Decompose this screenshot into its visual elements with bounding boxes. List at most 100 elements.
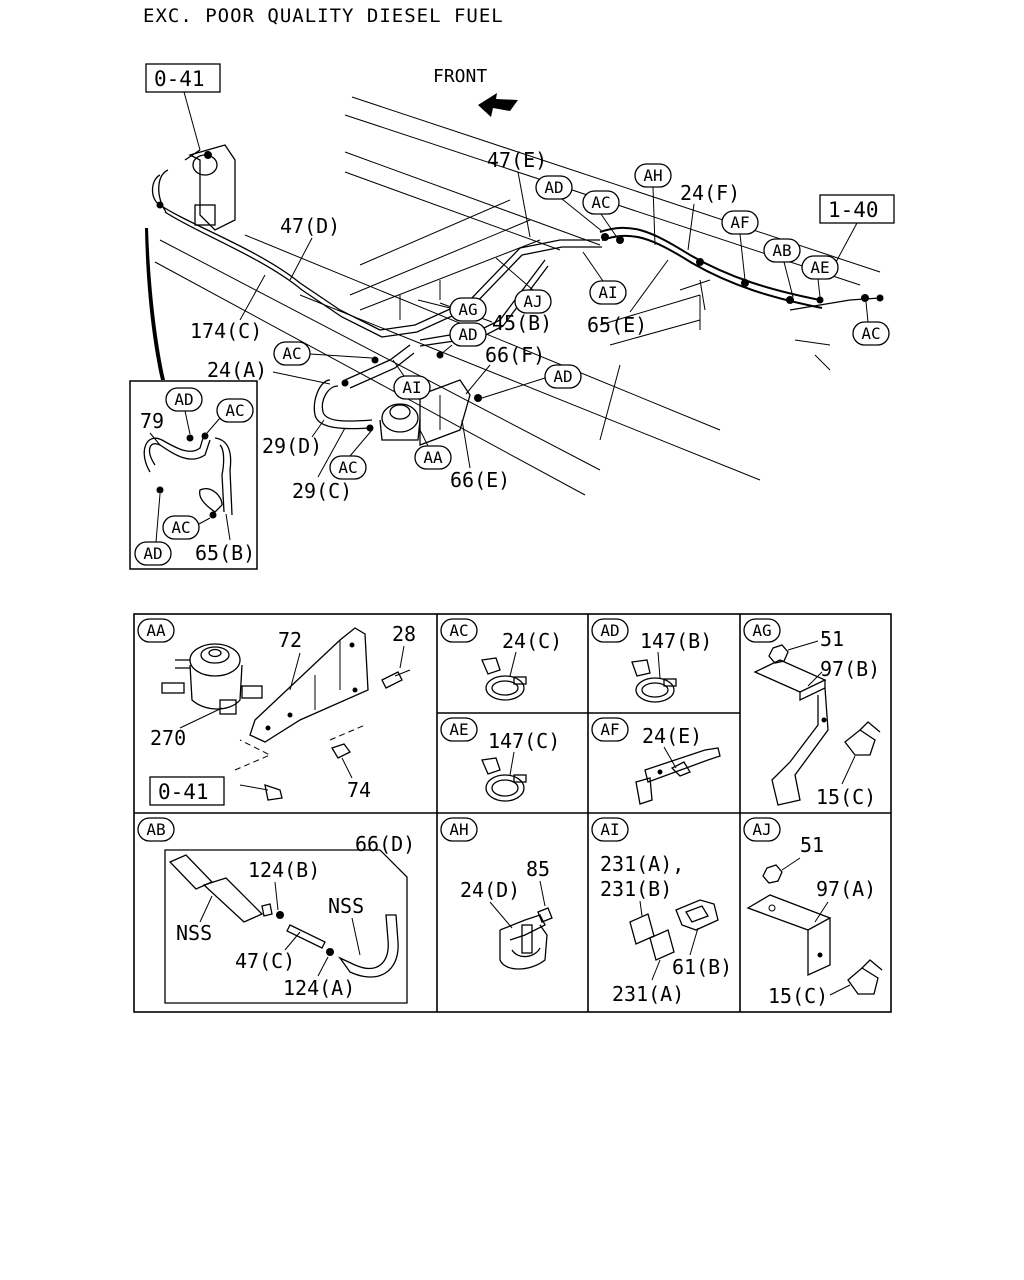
callout-ai[interactable]: AI — [393, 375, 431, 400]
part-label: 147(B) — [640, 629, 712, 653]
cell-header-label: AH — [449, 820, 468, 839]
part-label: 74 — [347, 778, 371, 802]
callout-ad[interactable]: AD — [449, 322, 487, 347]
part-label: 24(C) — [502, 629, 562, 653]
callout-ae[interactable]: AE — [801, 255, 839, 280]
detail-cell-ah: AH 24(D) 85 — [440, 817, 553, 970]
part-label: 231(A) — [612, 982, 684, 1006]
inset-hoses — [143, 432, 233, 519]
part-label-24a: 24(A) — [207, 358, 267, 382]
part-label: NSS — [328, 894, 364, 918]
part-label: 24(D) — [460, 878, 520, 902]
cell-header-label: AE — [449, 720, 468, 739]
part-label: 147(C) — [488, 729, 560, 753]
part-label: 124(B) — [248, 858, 320, 882]
callout-label: AD — [553, 367, 572, 386]
diagram-title: EXC. POOR QUALITY DIESEL FUEL — [143, 5, 504, 27]
part-label: 24(E) — [642, 724, 702, 748]
callout-ac[interactable]: AC — [329, 455, 367, 480]
part-label: 85 — [526, 857, 550, 881]
cell-header-ae[interactable]: AE — [440, 717, 478, 742]
part-label: 270 — [150, 726, 186, 750]
part-label: 231(A), — [600, 852, 684, 876]
part-label-29d: 29(D) — [262, 434, 322, 458]
part-label: 231(B) — [600, 877, 672, 901]
part-label-29c: 29(C) — [292, 479, 352, 503]
detail-cell-ae: AE 147(C) — [440, 717, 560, 802]
inset-callout-ad[interactable]: AD — [134, 541, 172, 566]
part-label-65b: 65(B) — [195, 541, 255, 565]
callout-label: AE — [810, 258, 829, 277]
inset-callout-ac[interactable]: AC — [162, 515, 200, 540]
cell-header-ah[interactable]: AH — [440, 817, 478, 842]
cell-header-ai[interactable]: AI — [591, 817, 629, 842]
callout-ad[interactable]: AD — [544, 364, 582, 389]
cell-header-label: AA — [146, 621, 166, 640]
cell-header-label: AG — [752, 621, 771, 640]
part-label-66e: 66(E) — [450, 468, 510, 492]
callout-ac[interactable]: AC — [273, 341, 311, 366]
part-label-65e: 65(E) — [587, 313, 647, 337]
callout-ab[interactable]: AB — [763, 238, 801, 263]
fuel-filter — [184, 144, 236, 231]
part-label-174c: 174(C) — [190, 319, 262, 343]
callout-label: AC — [225, 401, 244, 420]
callout-label: AC — [591, 193, 610, 212]
detail-cell-ag: AG 51 97(B) 15(C) — [743, 618, 881, 809]
callout-label: AI — [598, 283, 617, 302]
detail-cell-aa: AA 72 28 270 74 0-41 — [137, 618, 416, 806]
callout-ac[interactable]: AC — [852, 321, 890, 346]
ref-box-1-40[interactable]: 1-40 — [819, 194, 895, 224]
callout-aa[interactable]: AA — [414, 445, 452, 470]
cell-header-ac[interactable]: AC — [440, 618, 478, 643]
inset-callout-ad[interactable]: AD — [165, 387, 203, 412]
callout-ac[interactable]: AC — [582, 190, 620, 215]
callout-ad[interactable]: AD — [535, 175, 573, 200]
callout-label: AC — [338, 458, 357, 477]
detail-grid — [133, 613, 892, 1013]
callout-aj[interactable]: AJ — [514, 289, 552, 314]
cell-header-aj[interactable]: AJ — [743, 817, 781, 842]
callout-label: AG — [458, 300, 477, 319]
cell-header-label: AC — [449, 621, 468, 640]
part-label: 124(A) — [283, 976, 355, 1000]
callout-label: AC — [171, 518, 190, 537]
ref-box-0-41[interactable]: 0-41 — [145, 63, 221, 93]
callout-ai[interactable]: AI — [589, 280, 627, 305]
ref-box-label: 0-41 — [154, 67, 205, 91]
callout-af[interactable]: AF — [721, 210, 759, 235]
part-label-45b: 45(B) — [492, 311, 552, 335]
callout-label: AD — [458, 325, 477, 344]
cell-header-label: AF — [600, 720, 619, 739]
part-label: NSS — [176, 921, 212, 945]
cell-header-ag[interactable]: AG — [743, 618, 781, 643]
detail-cell-ac: AC 24(C) — [440, 618, 562, 701]
inset-pointer — [145, 228, 165, 380]
callout-ah[interactable]: AH — [634, 163, 672, 188]
part-label: 66(D) — [355, 832, 415, 856]
detail-cell-ab: AB 66(D) 124(B) NSS NSS 47(C) 124(A) — [137, 817, 415, 1004]
callout-label: AF — [730, 213, 749, 232]
clamps — [156, 201, 884, 432]
ref-box-0-41[interactable]: 0-41 — [149, 776, 225, 806]
cell-header-af[interactable]: AF — [591, 717, 629, 742]
cell-header-label: AB — [146, 820, 165, 839]
cell-header-label: AI — [600, 820, 619, 839]
front-label: FRONT — [433, 66, 487, 87]
detail-cell-ad: AD 147(B) — [591, 618, 712, 703]
cell-header-ad[interactable]: AD — [591, 618, 629, 643]
callout-label: AH — [643, 166, 662, 185]
part-label: 47(C) — [235, 949, 295, 973]
callout-label: AJ — [523, 292, 542, 311]
callout-label: AB — [772, 241, 791, 260]
callout-ag[interactable]: AG — [449, 297, 487, 322]
callout-label: AC — [282, 344, 301, 363]
part-label-66f: 66(F) — [485, 343, 545, 367]
inset-callout-ac[interactable]: AC — [216, 398, 254, 423]
callout-label: AC — [861, 324, 880, 343]
cell-header-label: AD — [600, 621, 619, 640]
cell-header-aa[interactable]: AA — [137, 618, 175, 643]
cell-header-ab[interactable]: AB — [137, 817, 175, 842]
part-label: 15(C) — [816, 785, 876, 809]
